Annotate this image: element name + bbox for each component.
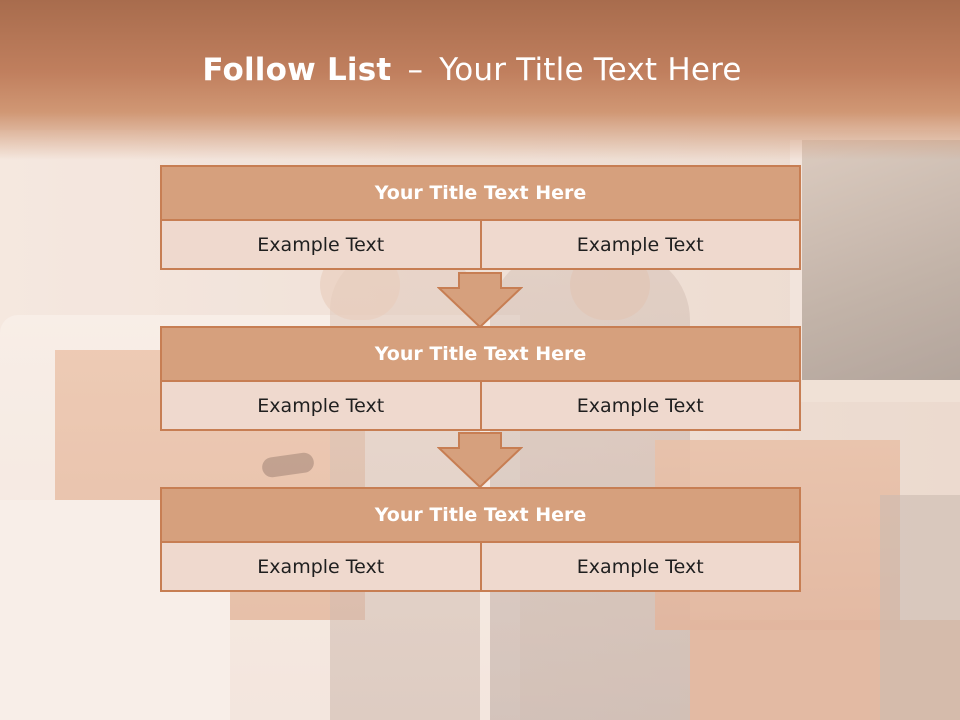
flow-block-cell-left[interactable]: Example Text <box>160 221 482 270</box>
flow-block-cell-left[interactable]: Example Text <box>160 382 482 431</box>
background-window-sill <box>770 380 960 402</box>
flow-block-header[interactable]: Your Title Text Here <box>160 165 801 221</box>
slide-title-separator: – <box>407 52 424 88</box>
flow-block-3[interactable]: Your Title Text Here Example Text Exampl… <box>160 487 801 592</box>
slide-title-bold: Follow List <box>202 52 392 88</box>
flow-block-cell-left[interactable]: Example Text <box>160 543 482 592</box>
flow-block-2[interactable]: Your Title Text Here Example Text Exampl… <box>160 326 801 431</box>
flow-block-row: Example Text Example Text <box>160 382 801 431</box>
flow-block-cell-right[interactable]: Example Text <box>481 382 801 431</box>
slide-title[interactable]: Follow List – Your Title Text Here <box>0 52 944 88</box>
background-floor <box>880 495 960 720</box>
flow-block-row: Example Text Example Text <box>160 543 801 592</box>
flow-block-cell-right[interactable]: Example Text <box>481 221 801 270</box>
flow-block-cell-right[interactable]: Example Text <box>481 543 801 592</box>
slide-title-rest: Your Title Text Here <box>439 52 742 88</box>
flow-block-header[interactable]: Your Title Text Here <box>160 487 801 543</box>
down-arrow-icon <box>437 272 523 328</box>
flow-block-row: Example Text Example Text <box>160 221 801 270</box>
title-band <box>0 0 960 160</box>
flow-block-header[interactable]: Your Title Text Here <box>160 326 801 382</box>
flow-block-1[interactable]: Your Title Text Here Example Text Exampl… <box>160 165 801 270</box>
down-arrow-icon <box>437 432 523 488</box>
